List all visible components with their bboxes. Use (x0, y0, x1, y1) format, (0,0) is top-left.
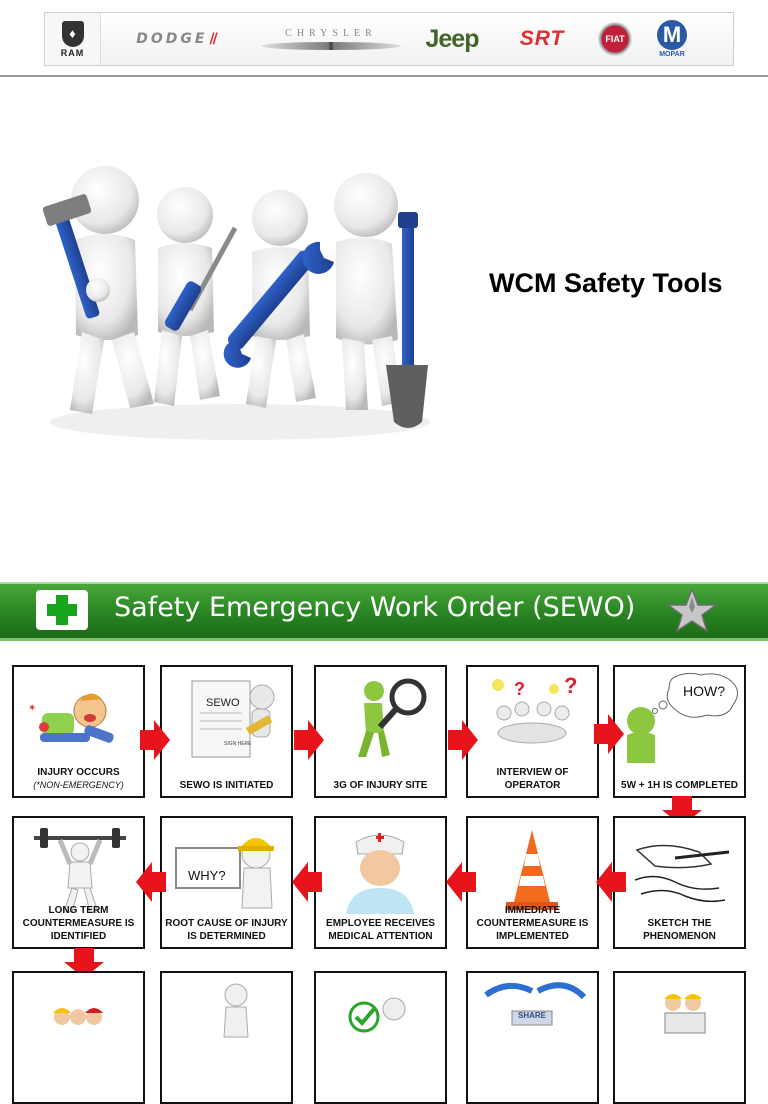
fiat-text: FIAT (598, 22, 632, 56)
workers-with-tools-illustration (42, 166, 430, 440)
thinking-figure-icon (627, 672, 738, 763)
step-label: SEWO IS INITIATED (164, 779, 289, 792)
step-title: INJURY OCCURS (37, 767, 120, 778)
chrysler-wings-icon (261, 42, 401, 50)
step-label: INJURY OCCURS (*NON-EMERGENCY) (16, 766, 141, 792)
green-check-icon (348, 997, 406, 1033)
magnifier-figure-icon (358, 678, 427, 757)
pentastar-icon (665, 587, 719, 633)
step-title: SEWO IS INITIATED (179, 780, 274, 791)
step-label: LONG TERM COUNTERMEASURE IS IDENTIFIED (16, 904, 141, 943)
figure-shovel-icon (334, 173, 428, 428)
sewo-banner: Safety Emergency Work Order (SEWO) (0, 582, 768, 641)
ram-logo: ♦ RAM (45, 13, 101, 65)
mopar-logo: M MOPAR (639, 13, 705, 65)
arrow-right-icon (594, 714, 624, 754)
step-title: LONG TERM COUNTERMEASURE IS IDENTIFIED (22, 905, 135, 942)
step-sewo-initiated: SEWO SIGN HERE SEWO IS INITIATED (160, 665, 293, 798)
dodge-text: DODGE (136, 31, 208, 47)
share-arrows-icon (484, 982, 587, 1026)
step-label: EMPLOYEE RECEIVES MEDICAL ATTENTION (318, 917, 443, 943)
standing-figure-icon (223, 983, 249, 1038)
figure-screwdriver-icon (154, 187, 238, 406)
step-5w-1h: HOW? 5W + 1H IS COMPLETED (613, 665, 746, 798)
sewo-document-title: SEWO (206, 697, 240, 709)
arrow-left-icon (446, 862, 476, 902)
header-divider (0, 75, 768, 77)
how-bubble-text: HOW? (683, 683, 725, 699)
sewo-document-icon (191, 680, 275, 758)
step-root-cause: WHY? ROOT CAUSE OF INJURY IS DETERMINED (160, 816, 293, 949)
mopar-text: MOPAR (659, 51, 685, 58)
step-label: IMMEDIATE COUNTERMEASURE IS IMPLEMENTED (470, 904, 595, 943)
fiat-logo: FIAT (591, 13, 639, 65)
step-row3-workers (613, 971, 746, 1104)
meeting-table-icon: ? ? (492, 673, 577, 744)
page-title: WCM Safety Tools (489, 268, 723, 298)
step-label: 5W + 1H IS COMPLETED (617, 779, 742, 792)
svg-text:?: ? (514, 679, 525, 699)
srt-logo: SRT (519, 27, 565, 50)
chrysler-logo: CHRYSLER (251, 13, 411, 65)
step-title: SKETCH THE PHENOMENON (643, 918, 716, 942)
arrow-right-icon (294, 720, 324, 760)
arrow-down-icon (64, 948, 104, 978)
team-icon (53, 1008, 103, 1025)
step-row3-figure (160, 971, 293, 1104)
weightlifter-icon (34, 828, 126, 913)
step-label: 3G OF INJURY SITE (318, 779, 443, 792)
step-3g-injury-site: 3G OF INJURY SITE (314, 665, 447, 798)
step-title: ROOT CAUSE OF INJURY IS DETERMINED (165, 918, 288, 942)
dodge-stripes-icon: // (209, 31, 217, 47)
step-label: INTERVIEW OF OPERATOR (470, 766, 595, 792)
svg-text:?: ? (564, 673, 577, 698)
step-interview-operator: ? ? INTERVIEW OF OPERATOR (466, 665, 599, 798)
nurse-icon (346, 833, 414, 914)
step-title: 3G OF INJURY SITE (333, 780, 428, 791)
step-row3-team (12, 971, 145, 1104)
step-long-term-countermeasure: LONG TERM COUNTERMEASURE IS IDENTIFIED (12, 816, 145, 949)
arrow-down-icon (662, 796, 702, 826)
ram-head-icon: ♦ (61, 20, 84, 47)
step-immediate-countermeasure: IMMEDIATE COUNTERMEASURE IS IMPLEMENTED (466, 816, 599, 949)
step-medical-attention: EMPLOYEE RECEIVES MEDICAL ATTENTION (314, 816, 447, 949)
share-text: SHARE (518, 1011, 547, 1020)
arrow-right-icon (448, 720, 478, 760)
arrow-left-icon (292, 862, 322, 902)
figure-wrench-icon (223, 190, 334, 408)
arrow-left-icon (596, 862, 626, 902)
brand-logo-bar: ♦ RAM DODGE// CHRYSLER Jeep SRT FIAT M M… (44, 12, 734, 66)
first-aid-cross-icon (36, 590, 88, 630)
two-workers-icon (664, 994, 706, 1034)
step-label: ROOT CAUSE OF INJURY IS DETERMINED (164, 917, 289, 943)
step-title: EMPLOYEE RECEIVES MEDICAL ATTENTION (326, 918, 435, 942)
jeep-logo: Jeep (425, 24, 480, 53)
chrysler-text: CHRYSLER (285, 28, 377, 39)
banner-title: Safety Emergency Work Order (SEWO) (114, 592, 636, 623)
step-label: SKETCH THE PHENOMENON (617, 917, 742, 943)
arrow-right-icon (140, 720, 170, 760)
step-row3-check (314, 971, 447, 1104)
mopar-m-icon: M (657, 20, 687, 50)
step-title: INTERVIEW OF OPERATOR (496, 767, 569, 791)
injured-person-icon: ✶ (28, 693, 114, 743)
figure-hammer-icon (42, 166, 154, 414)
arrow-left-icon (136, 862, 166, 902)
step-title: 5W + 1H IS COMPLETED (621, 780, 738, 791)
why-sign-worker-icon (175, 838, 274, 909)
sign-here-text: SIGN HERE (224, 741, 252, 747)
step-injury-occurs: ✶ INJURY OCCURS (*NON-EMERGENCY) (12, 665, 145, 798)
traffic-cone-icon (506, 830, 558, 910)
step-row3-share: SHARE (466, 971, 599, 1104)
step-subtitle: (*NON-EMERGENCY) (33, 780, 124, 790)
step-title: IMMEDIATE COUNTERMEASURE IS IMPLEMENTED (476, 905, 589, 942)
step-sketch-phenomenon: SKETCH THE PHENOMENON (613, 816, 746, 949)
dodge-logo: DODGE// (101, 13, 251, 65)
hand-sketching-icon (634, 844, 730, 903)
ram-text: RAM (60, 47, 85, 58)
svg-text:✶: ✶ (28, 703, 36, 714)
why-bubble-text: WHY? (188, 868, 226, 883)
